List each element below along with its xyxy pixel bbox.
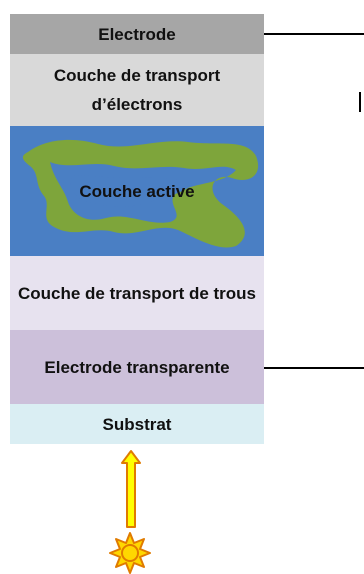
layer-electrode: Electrode	[10, 14, 264, 54]
layer-substrate: Substrat	[10, 404, 264, 444]
layer-electron-transport: Couche de transport d’électrons	[10, 54, 264, 126]
layer-substrate-label: Substrat	[102, 414, 172, 434]
layer-electrode-label: Electrode	[98, 24, 176, 44]
layer-hole-transport: Couche de transport de trous	[10, 256, 264, 330]
layer-electron-transport-label: Couche de transport d’électrons	[53, 66, 221, 114]
layer-active-label: Couche active	[79, 181, 195, 201]
layer-hole-transport-label: Couche de transport de trous	[17, 283, 257, 303]
layer-transparent-electrode-label: Electrode transparente	[44, 357, 230, 377]
layer-active: Couche active	[10, 126, 264, 256]
circuit-element-mark	[356, 92, 364, 112]
top-electrode-wire	[264, 33, 364, 35]
active-blend-pattern	[22, 139, 259, 248]
layer-transparent-electrode: Electrode transparente	[10, 330, 264, 404]
bottom-electrode-wire	[264, 367, 364, 369]
